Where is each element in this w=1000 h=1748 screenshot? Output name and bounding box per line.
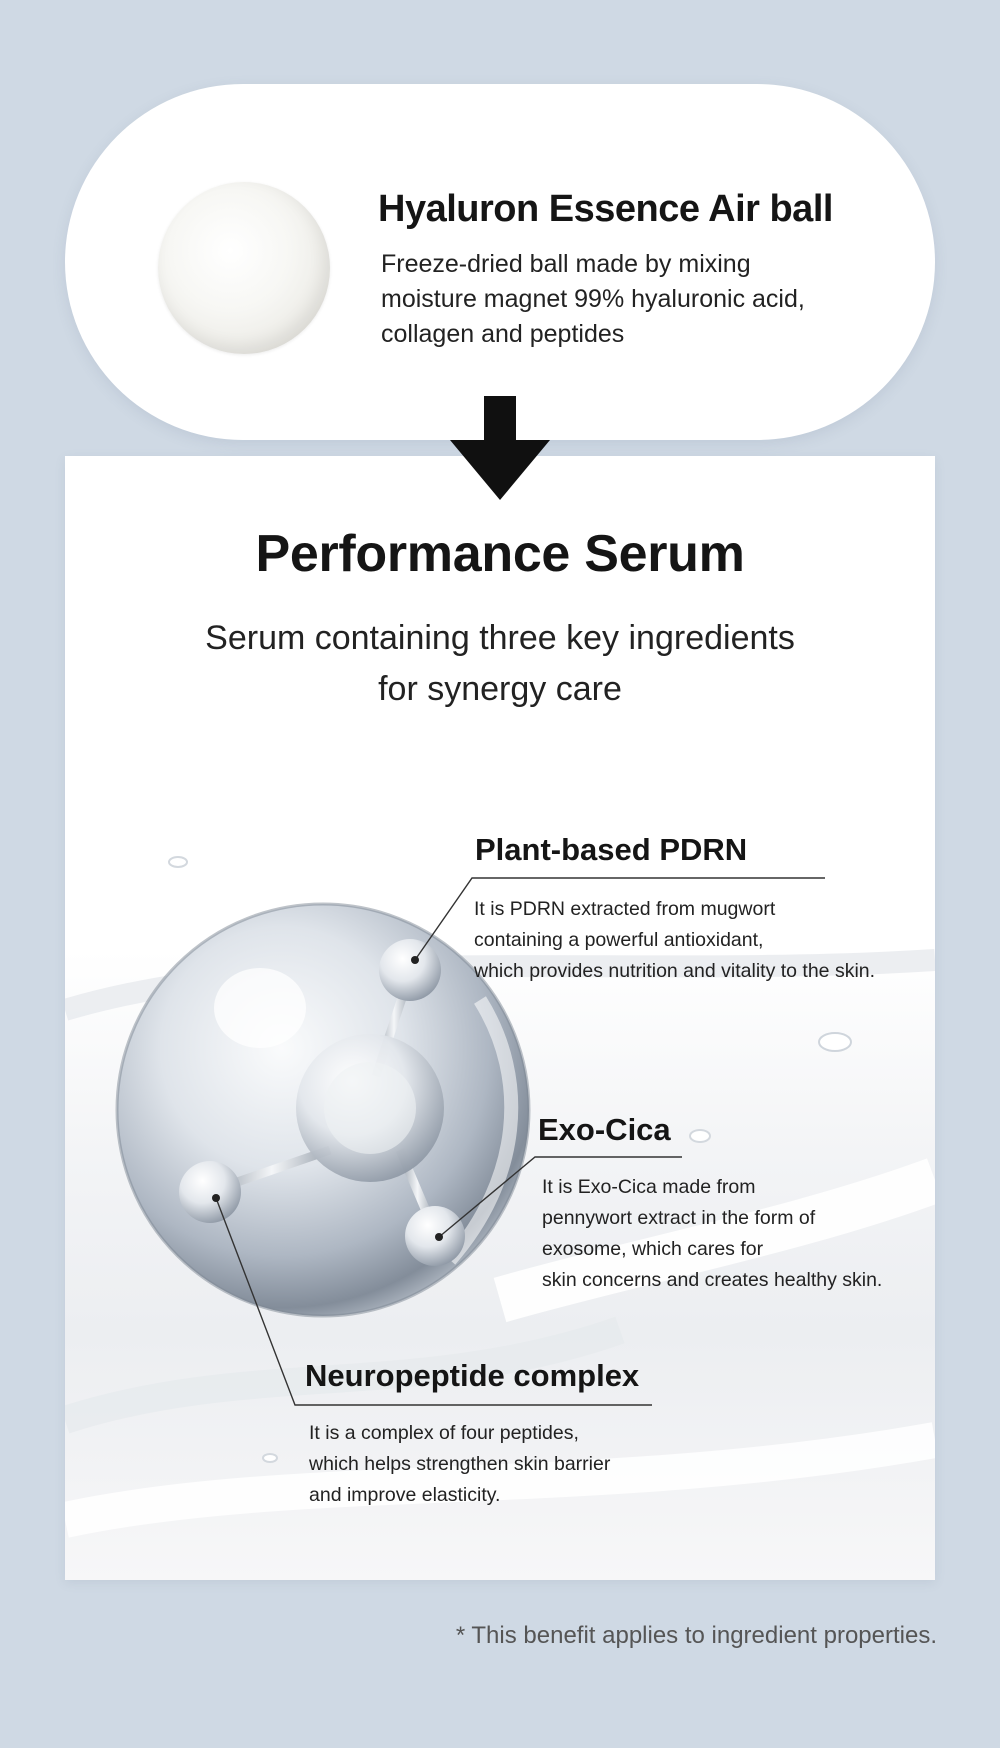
ingredient-description-line: It is a complex of four peptides, <box>309 1422 579 1444</box>
air-ball-image <box>158 182 330 354</box>
down-arrow-icon <box>450 396 550 500</box>
ingredient-pdrn-title: Plant-based PDRN <box>475 832 748 867</box>
ingredient-description-line: exosome, which cares for <box>542 1238 764 1260</box>
air-ball-description-line: moisture magnet 99% hyaluronic acid, <box>381 285 805 313</box>
air-ball-title: Hyaluron Essence Air ball <box>378 188 833 230</box>
ingredient-description-line: It is PDRN extracted from mugwort <box>474 898 776 920</box>
ingredient-description-line: pennywort extract in the form of <box>542 1207 816 1229</box>
air-ball-description-line: collagen and peptides <box>381 320 625 348</box>
ingredient-description-line: which provides nutrition and vitality to… <box>474 960 876 982</box>
air-ball-card: Hyaluron Essence Air ball Freeze-dried b… <box>65 84 935 440</box>
serum-subtitle: Serum containing three key ingredients f… <box>0 613 1000 715</box>
ingredient-neuropeptide-description: It is a complex of four peptides, which … <box>309 1418 610 1511</box>
air-ball-description: Freeze-dried ball made by mixing moistur… <box>381 247 851 352</box>
ingredient-exo-cica-description: It is Exo-Cica made from pennywort extra… <box>542 1172 882 1296</box>
ingredient-pdrn-description: It is PDRN extracted from mugwort contai… <box>474 894 875 987</box>
ingredient-description-line: It is Exo-Cica made from <box>542 1176 756 1198</box>
ingredient-description-line: skin concerns and creates healthy skin. <box>542 1269 883 1291</box>
footnote: * This benefit applies to ingredient pro… <box>455 1622 937 1649</box>
ingredient-description-line: and improve elasticity. <box>309 1484 501 1506</box>
ingredient-exo-cica-title: Exo-Cica <box>538 1112 671 1147</box>
serum-title: Performance Serum <box>255 525 745 583</box>
ingredient-neuropeptide-title: Neuropeptide complex <box>305 1358 640 1393</box>
air-ball-description-line: Freeze-dried ball made by mixing <box>381 250 751 278</box>
ingredient-description-line: containing a powerful antioxidant, <box>474 929 764 951</box>
serum-subtitle-line: Serum containing three key ingredients <box>205 619 795 657</box>
ingredient-description-line: which helps strengthen skin barrier <box>309 1453 611 1475</box>
serum-subtitle-line: for synergy care <box>378 670 622 708</box>
